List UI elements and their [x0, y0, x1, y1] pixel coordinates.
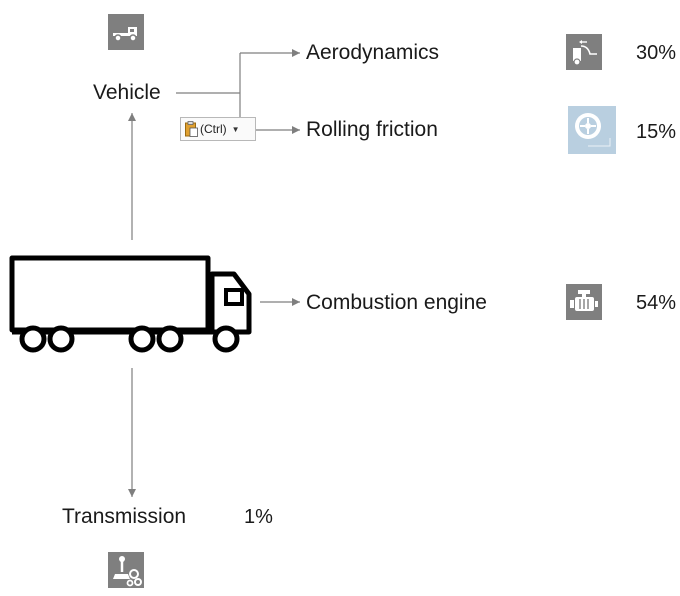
paste-options-button[interactable]: (Ctrl) ▼: [180, 117, 256, 141]
truck-icon: [9, 255, 252, 353]
tow-truck-icon: [108, 14, 144, 50]
tire-icon: [568, 106, 616, 154]
clipboard-icon: [185, 121, 198, 137]
combustion-engine-label: Combustion engine: [306, 291, 487, 314]
aerodynamics-percent: 30%: [636, 42, 677, 64]
transmission-percent: 1%: [244, 506, 273, 528]
paste-options-label: (Ctrl): [200, 122, 227, 136]
engine-icon: [566, 284, 602, 320]
vehicle-label: Vehicle: [93, 81, 161, 104]
rolling-friction-percent: 15%: [636, 121, 677, 143]
caret-down-icon: ▼: [231, 124, 240, 134]
aerodynamics-icon: [566, 34, 602, 70]
transmission-label: Transmission: [62, 505, 187, 528]
aerodynamics-label: Aerodynamics: [306, 41, 440, 64]
combustion-engine-percent: 54%: [636, 292, 677, 314]
gear-shift-icon: [108, 552, 144, 588]
rolling-friction-label: Rolling friction: [306, 118, 438, 141]
